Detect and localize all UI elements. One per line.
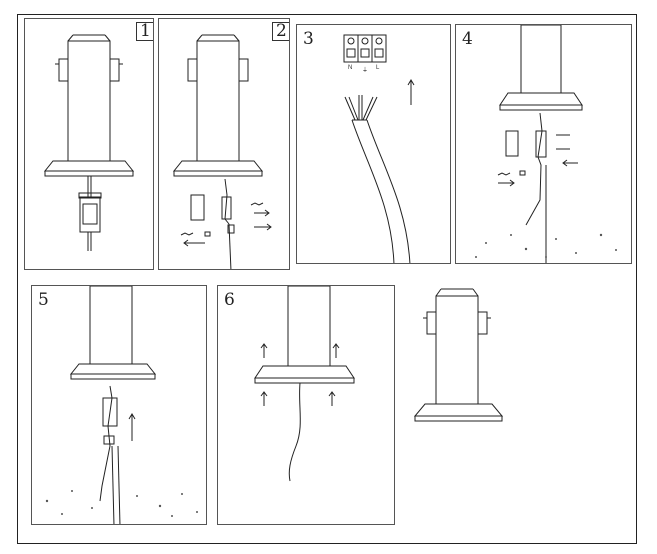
panel-step-4: 4 <box>455 24 632 264</box>
terminal-label-n: N <box>348 65 353 71</box>
terminal-label-earth: ⏚ <box>362 68 369 74</box>
step-number: 4 <box>462 29 473 49</box>
cable-and-terminal-block-illustration <box>297 25 451 264</box>
panel-step-3: 3 N ⏚ L <box>296 24 451 264</box>
connector-open-illustration <box>159 19 290 270</box>
panel-step-2: 2 <box>158 18 290 270</box>
step-number: 3 <box>303 29 314 49</box>
wiring-connector-illustration <box>475 25 617 264</box>
step-number: 6 <box>224 290 235 310</box>
post-with-connector-illustration <box>25 19 154 270</box>
terminal-label-l: L <box>376 65 380 71</box>
step-number: 1 <box>136 22 153 41</box>
step-number: 2 <box>272 22 289 41</box>
step-number: 5 <box>38 290 49 310</box>
panel-step-5: 5 <box>31 285 207 525</box>
panel-step-6: 6 <box>217 285 395 525</box>
base-screw-fixing-illustration <box>218 286 395 525</box>
post-mounting-illustration <box>45 286 198 525</box>
instruction-frame <box>17 14 637 544</box>
panel-step-1: 1 <box>24 18 154 270</box>
